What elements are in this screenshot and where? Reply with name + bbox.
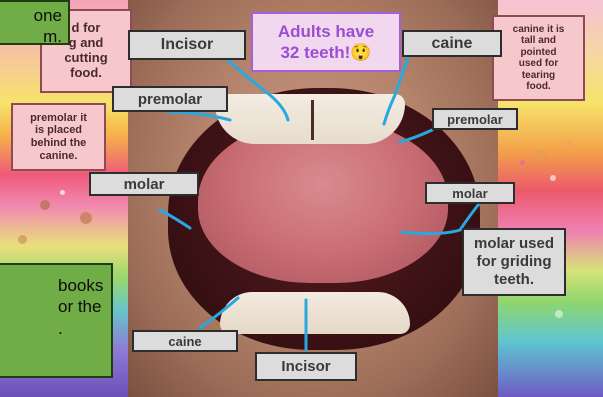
overlay-line: one bbox=[0, 5, 62, 26]
canine-description-note: canine it is tall and pointed used for t… bbox=[492, 15, 585, 101]
pointer-premolar-left bbox=[168, 112, 230, 120]
incisor-top-label: Incisor bbox=[128, 30, 246, 60]
note-line: food. bbox=[513, 81, 565, 93]
note-line: canine it is bbox=[513, 24, 565, 36]
note-line: pointed bbox=[513, 47, 565, 59]
note-line: for griding bbox=[474, 253, 554, 271]
molar-description-label: molar used for griding teeth. bbox=[462, 228, 566, 296]
pointer-premolar-right bbox=[400, 130, 432, 142]
note-line: used for bbox=[513, 58, 565, 70]
note-line: molar used bbox=[474, 235, 554, 253]
overlay-line: m. bbox=[0, 26, 62, 45]
green-overlay-top-left: one m. bbox=[0, 0, 70, 45]
premolar-left-label: premolar bbox=[112, 86, 228, 112]
premolar-description-note: premolar it is placed behind the canine. bbox=[11, 103, 106, 171]
note-line: canine. bbox=[30, 150, 87, 163]
note-line: food. bbox=[64, 66, 107, 81]
note-line: cutting bbox=[64, 51, 107, 66]
overlay-line: books bbox=[58, 275, 111, 296]
premolar-right-label: premolar bbox=[432, 108, 518, 130]
overlay-line: . bbox=[58, 318, 111, 339]
molar-right-label: molar bbox=[425, 182, 515, 204]
overlay-line: or the bbox=[58, 296, 111, 317]
note-line: tall and bbox=[513, 35, 565, 47]
note-line: is placed bbox=[30, 124, 87, 137]
note-line: g and bbox=[64, 36, 107, 51]
note-line: teeth. bbox=[474, 271, 554, 289]
note-line: behind the bbox=[30, 137, 87, 150]
note-line: tearing bbox=[513, 70, 565, 82]
adults-have-32-teeth-banner: Adults have 32 teeth!😲 bbox=[251, 12, 401, 72]
headline-line1: Adults have bbox=[278, 21, 374, 42]
pointer-caine-bottom bbox=[200, 298, 238, 328]
caine-top-label: caine bbox=[402, 30, 502, 57]
molar-left-label: molar bbox=[89, 172, 199, 196]
headline-line2: 32 teeth! bbox=[280, 43, 350, 62]
note-line: premolar it bbox=[30, 112, 87, 125]
pointer-molar-left bbox=[160, 210, 190, 228]
incisor-bottom-label: Incisor bbox=[255, 352, 357, 381]
surprised-face-emoji: 😲 bbox=[350, 43, 371, 62]
green-overlay-bottom-left: books or the . bbox=[0, 263, 113, 378]
caine-bottom-label: caine bbox=[132, 330, 238, 352]
note-line: d for bbox=[64, 21, 107, 36]
